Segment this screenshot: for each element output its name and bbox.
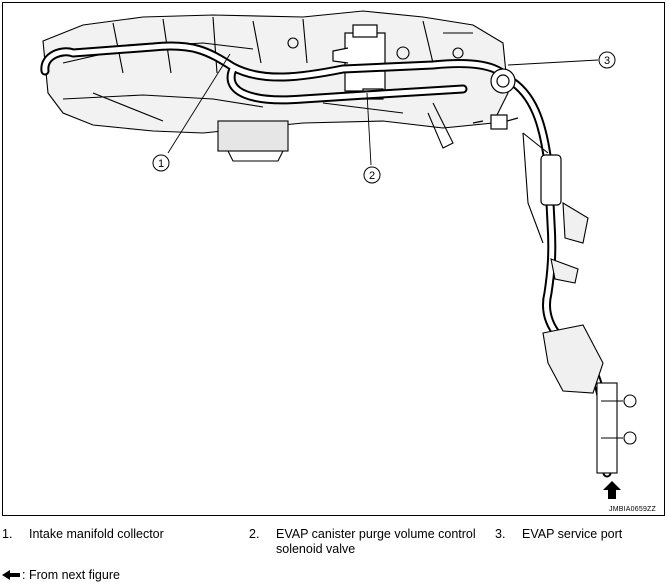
intake-manifold-drawing bbox=[42, 10, 509, 162]
bracket-drawing bbox=[522, 132, 637, 474]
note-text: : From next figure bbox=[22, 568, 120, 582]
figure-note: : From next figure bbox=[2, 568, 120, 582]
callout-2-number: 2 bbox=[369, 170, 375, 182]
callout-3-number: 3 bbox=[604, 55, 610, 67]
figure-code: JMBIA0659ZZ bbox=[609, 506, 656, 513]
legend-text: EVAP service port bbox=[522, 527, 623, 541]
legend-number: 1. bbox=[2, 527, 13, 541]
callout-leaders bbox=[167, 53, 599, 166]
callout-3: 3 bbox=[598, 51, 616, 69]
callout-1: 1 bbox=[152, 154, 170, 172]
evap-line-illustration: 1 2 3 bbox=[40, 10, 637, 499]
figure-frame: 1 2 3 JMBIA0659ZZ bbox=[2, 2, 665, 516]
legend-number: 2. bbox=[249, 527, 260, 541]
legend-text: EVAP canister purge volume control solen… bbox=[276, 527, 476, 556]
up-arrow-icon bbox=[603, 481, 621, 499]
filled-arrow-left-icon bbox=[2, 570, 20, 580]
legend-text: Intake manifold collector bbox=[29, 527, 164, 541]
service-port-drawing bbox=[472, 68, 562, 206]
legend-number: 3. bbox=[495, 527, 506, 541]
callout-1-number: 1 bbox=[158, 158, 164, 170]
callout-2: 2 bbox=[363, 166, 381, 184]
